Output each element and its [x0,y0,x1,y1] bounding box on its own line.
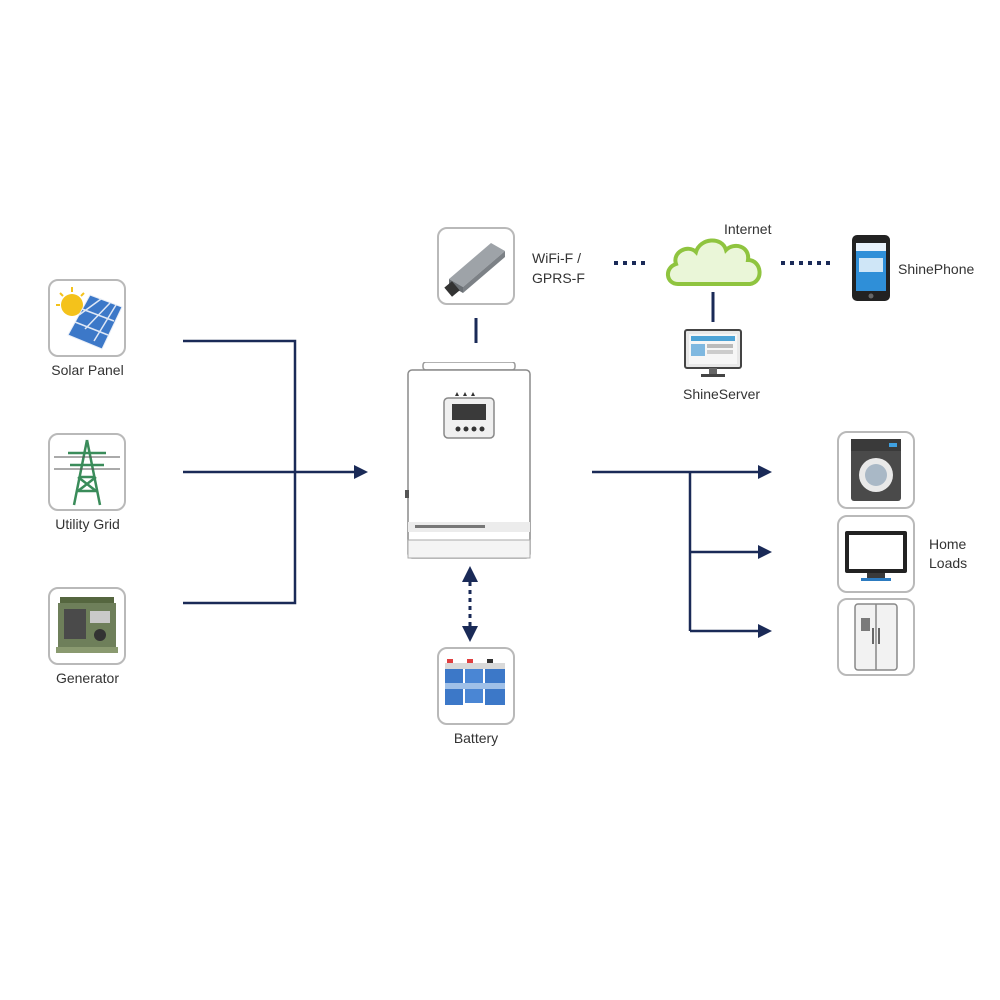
solar-panel-label: Solar Panel [51,362,124,378]
home-loads-label-line2: Loads [929,555,968,571]
wifi-label-line2: GPRS-F [532,270,585,286]
internet-label: Internet [724,221,772,237]
battery-down-arrow-icon [462,626,478,642]
washing-machine-icon [851,439,901,501]
refrigerator-icon [854,603,898,671]
wifi-dongle-card [437,227,515,305]
battery-label: Battery [453,730,499,746]
cloud-icon [666,238,762,286]
output-arrow-washer-icon [758,465,772,479]
refrigerator-card [837,598,915,676]
shinephone-label: ShinePhone [898,261,975,277]
generator-icon [56,597,118,653]
generator-label: Generator [55,670,120,686]
battery-icon [445,659,505,705]
battery-up-arrow-icon [462,566,478,582]
inverter-icon [405,362,531,559]
washing-machine-card [837,431,915,509]
wifi-dongle-icon [444,243,505,297]
solar-panel-icon [56,287,123,350]
monitor-icon [684,329,742,377]
output-arrow-tv-icon [758,545,772,559]
wifi-label-line1: WiFi-F / [532,250,581,266]
shineserver-label: ShineServer [683,386,761,402]
input-arrow-icon [354,465,368,479]
smartphone-icon [852,235,890,301]
home-loads-label-line1: Home [929,536,967,552]
output-arrow-fridge-icon [758,624,772,638]
utility-grid-card [48,433,126,511]
television-card [837,515,915,593]
solar-panel-card [48,279,126,357]
battery-card [437,647,515,725]
generator-card [48,587,126,665]
utility-grid-label: Utility Grid [55,516,120,532]
television-icon [845,531,907,581]
transmission-tower-icon [54,439,120,506]
